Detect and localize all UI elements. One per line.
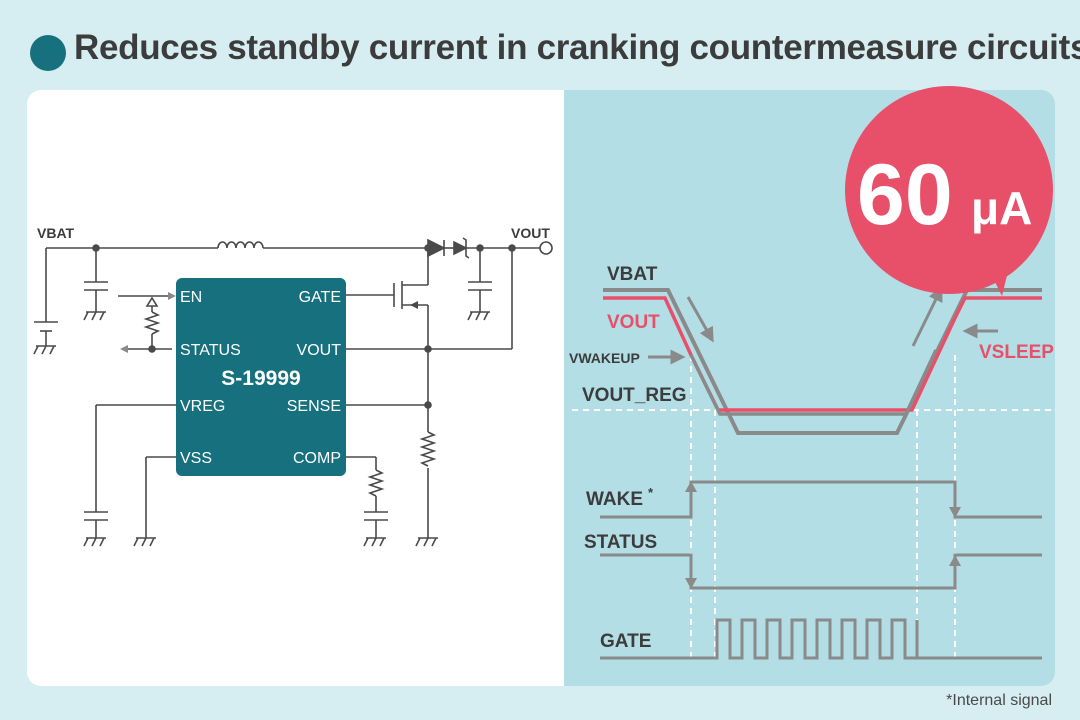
pin-en-label: EN [180,289,202,306]
page-title: Reduces standby current in cranking coun… [74,28,1080,67]
circuit-schematic [33,237,553,547]
pin-gate-label: GATE [299,289,341,306]
vout-waveform [603,296,1042,412]
gate-waveform [600,618,1042,660]
pin-comp-label: COMP [293,450,341,467]
standby-current-callout: 60 μA [845,86,1053,296]
vbat-timing-label: VBAT [607,264,658,285]
vbat-waveform [603,288,1042,435]
footnote: *Internal signal [946,692,1052,709]
wake-label: WAKE [586,489,643,510]
wake-waveform [600,480,1042,519]
inductor-icon [217,241,264,249]
pin-vout-label: VOUT [297,342,342,359]
vout-label: VOUT [511,225,550,241]
vout-terminal-icon [539,241,553,255]
vwakeup-label: VWAKEUP [569,350,640,366]
vout-timing-label: VOUT [607,312,660,333]
pin-vss-label: VSS [180,450,212,467]
wake-asterisk: * [648,485,654,500]
diode2-icon [453,240,468,256]
vbat-label: VBAT [37,225,75,241]
callout-value: 60 [857,147,953,243]
header: Reduces standby current in cranking coun… [0,0,1080,90]
pin-vreg-label: VREG [180,398,225,415]
gate-timing-label: GATE [600,631,651,652]
ic-block [176,278,346,476]
status-waveform [600,553,1042,590]
pin-sense-label: SENSE [287,398,341,415]
vout-reg-label: VOUT_REG [582,385,687,406]
callout-unit: μA [971,182,1032,234]
vsleep-label: VSLEEP [979,342,1054,363]
title-bullet-icon [30,35,66,71]
pin-status-label: STATUS [180,342,241,359]
ic-name: S-19999 [221,367,300,390]
timing-diagram: VBAT VOUT VWAKEUP VOUT_REG VSLEEP WAKE *… [569,264,1055,660]
status-timing-label: STATUS [584,532,657,553]
